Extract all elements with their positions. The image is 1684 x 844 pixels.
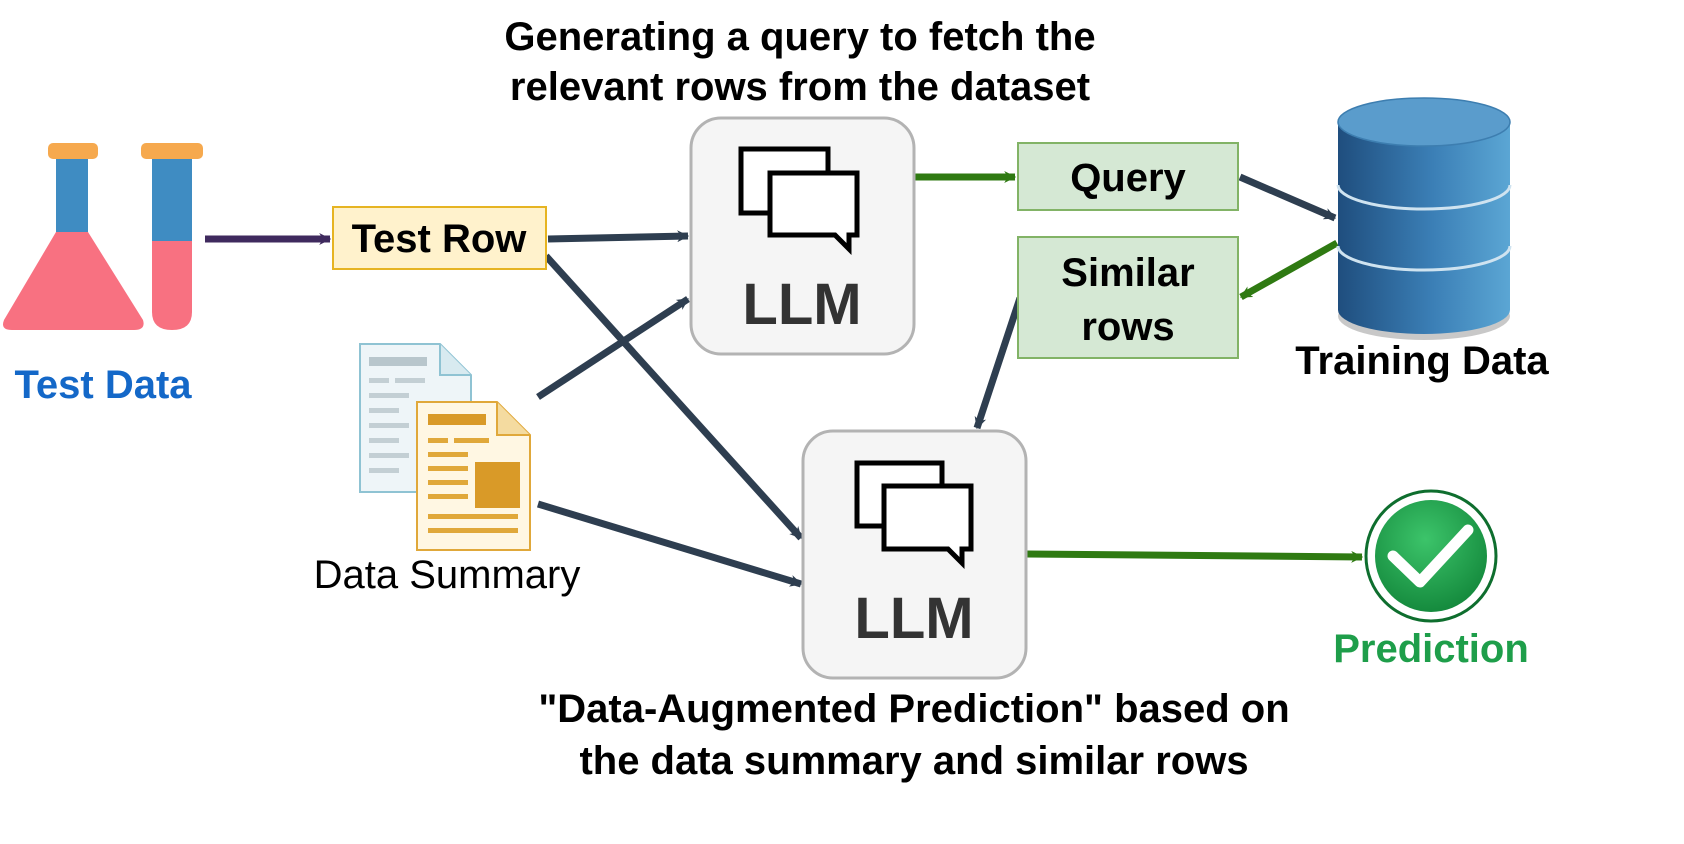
similar-rows-box: Similar rows xyxy=(1017,236,1239,359)
arrow-query-to-db xyxy=(1238,173,1337,222)
llm-top-box: LLM xyxy=(689,116,916,356)
llm-top-label: LLM xyxy=(742,272,861,337)
query-label: Query xyxy=(1070,156,1186,200)
top-caption-line2: relevant rows from the dataset xyxy=(510,65,1090,109)
bottom-caption-line2: the data summary and similar rows xyxy=(579,739,1248,783)
arrow-llm-to-prediction xyxy=(1026,550,1364,563)
data-summary-label: Data Summary xyxy=(314,553,581,597)
bottom-caption-line1: "Data-Augmented Prediction" based on xyxy=(538,687,1289,731)
arrow-similar-to-llm-bottom xyxy=(973,296,1024,430)
connectors xyxy=(205,171,1364,588)
prediction-label: Prediction xyxy=(1333,627,1529,671)
test-row-label: Test Row xyxy=(352,217,528,261)
arrow-testrow-to-llm-bottom xyxy=(543,253,804,541)
test-data-label: Test Data xyxy=(14,363,192,407)
llm-bottom-box: LLM xyxy=(801,429,1028,680)
similar-rows-line2: rows xyxy=(1081,305,1174,349)
similar-rows-line1: Similar xyxy=(1061,251,1194,295)
database-icon xyxy=(1336,97,1512,340)
training-data-label: Training Data xyxy=(1295,339,1549,383)
checkmark-icon xyxy=(1364,489,1498,623)
top-caption-line1: Generating a query to fetch the xyxy=(504,15,1095,59)
documents-icon xyxy=(359,343,531,551)
chat-bubbles-icon xyxy=(854,460,974,570)
arrow-testrow-to-llm-top xyxy=(547,230,690,243)
arrow-db-to-similar xyxy=(1239,239,1339,301)
chat-bubbles-icon xyxy=(738,146,860,256)
arrow-summary-to-llm-top xyxy=(536,296,690,400)
query-box: Query xyxy=(1017,142,1239,211)
test-row-box: Test Row xyxy=(332,206,547,270)
arrow-summary-to-llm-bottom xyxy=(536,500,803,588)
lab-flask-test-tube-icon xyxy=(3,143,203,330)
llm-bottom-label: LLM xyxy=(854,586,973,651)
